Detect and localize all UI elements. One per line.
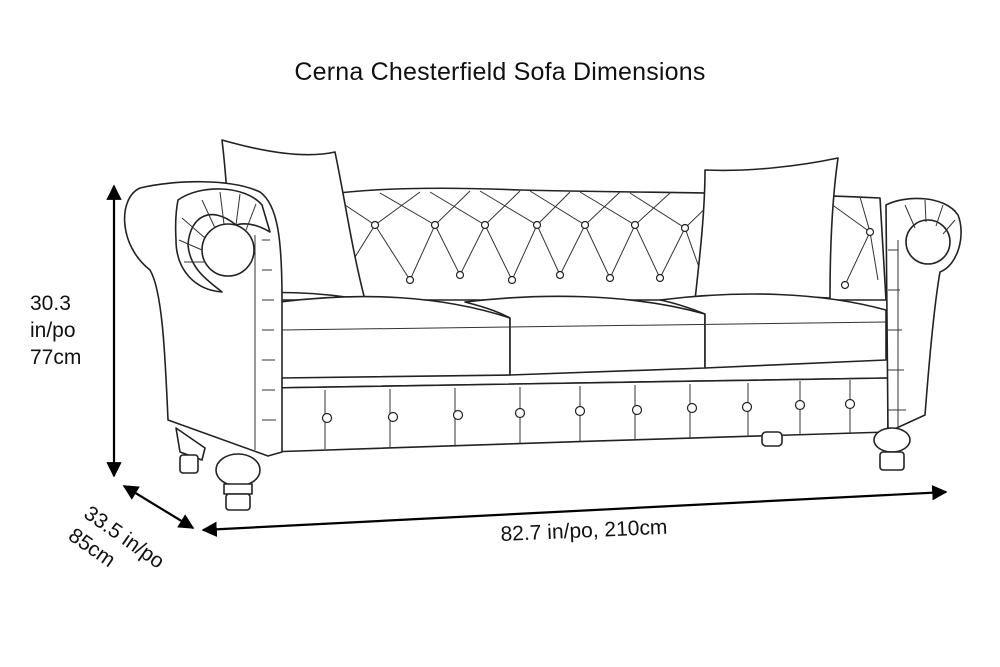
middle-leg xyxy=(761,431,783,447)
depth-arrow xyxy=(122,485,195,529)
tufting-buttons xyxy=(370,220,875,290)
seat-cushion-middle xyxy=(464,295,706,376)
left-back-leg xyxy=(175,427,206,474)
skirt-buttons xyxy=(321,398,856,424)
seat-cushion-left xyxy=(275,295,511,379)
right-arm-scroll-end xyxy=(905,219,951,265)
right-arm-pleats xyxy=(888,199,956,428)
left-arm-scroll xyxy=(174,188,271,293)
seat-cushion-right xyxy=(659,293,887,369)
right-pillow xyxy=(694,157,839,301)
right-front-leg xyxy=(873,427,911,471)
height-value: 30.3 xyxy=(30,292,71,315)
height-unit: in/po xyxy=(30,319,76,342)
left-arm-scroll-end xyxy=(201,223,255,277)
left-front-leg xyxy=(215,453,261,511)
width-arrow xyxy=(201,485,948,537)
left-arm-pleats xyxy=(178,191,276,450)
height-label: 30.3 in/po 77cm xyxy=(30,290,81,371)
diagram-title: Cerna Chesterfield Sofa Dimensions xyxy=(294,58,706,86)
height-metric: 77cm xyxy=(30,346,82,369)
